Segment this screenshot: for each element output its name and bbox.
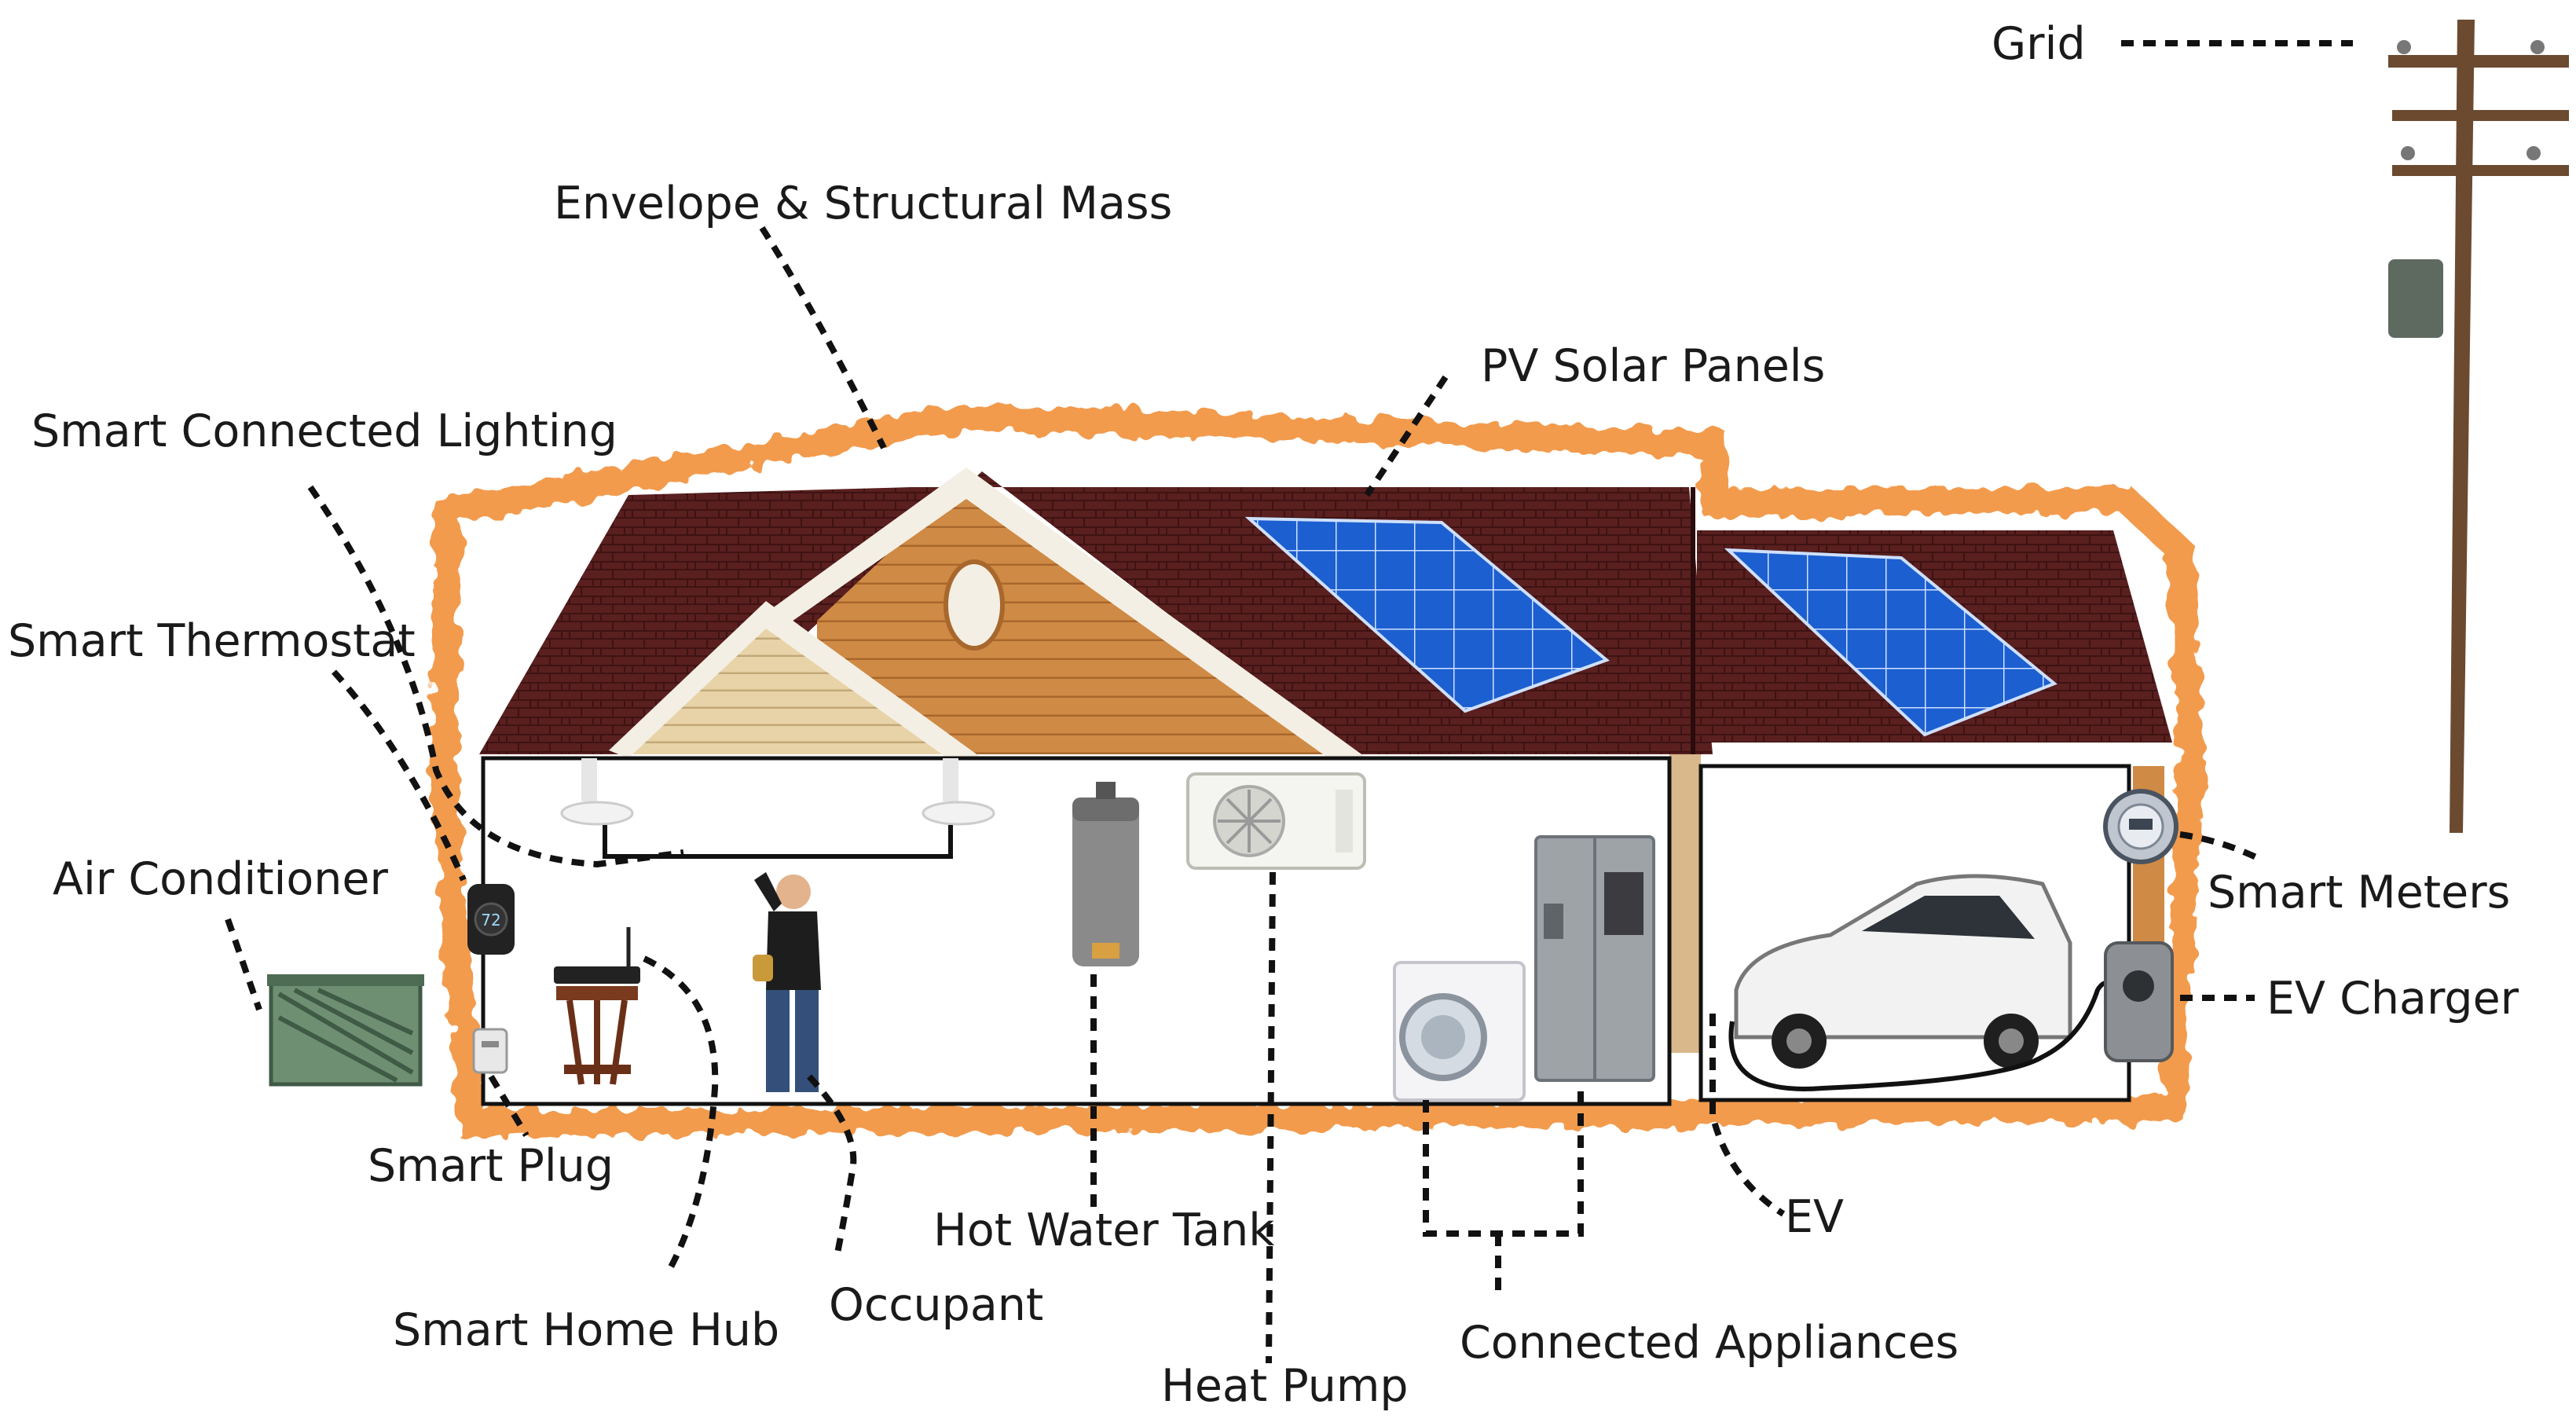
label-ev: EV (1785, 1191, 1844, 1243)
label-occupant: Occupant (829, 1279, 1043, 1331)
smart-meter-icon (2103, 789, 2178, 864)
leader-smart-plug (488, 1074, 529, 1138)
solar-panel-main (1244, 516, 1610, 713)
leader-heat-pump (1266, 871, 1276, 1364)
envelope-outline (430, 402, 2206, 1138)
leader-thermostat (332, 669, 467, 882)
label-hot-water-tank: Hot Water Tank (933, 1204, 1274, 1256)
ceiling-light-icon (560, 758, 995, 826)
label-ev-charger: EV Charger (2266, 973, 2519, 1025)
side-table-top (556, 986, 638, 1000)
house-gables (609, 468, 2164, 1053)
air-conditioner-icon (267, 974, 424, 1087)
label-smart-plug: Smart Plug (368, 1140, 614, 1192)
refrigerator-icon (1534, 835, 1655, 1082)
leader-lines (225, 40, 2353, 1364)
leader-ev (1709, 1014, 1786, 1217)
label-smart-connected-lighting: Smart Connected Lighting (31, 405, 617, 457)
smart-plug-icon (472, 1028, 508, 1074)
house-post (1669, 754, 1701, 1053)
lighting-wire (603, 825, 953, 859)
leader-smart-meters (2179, 831, 2264, 864)
label-grid: Grid (1992, 18, 2086, 70)
hot-water-tank-icon (1072, 782, 1139, 966)
label-smart-meters: Smart Meters (2208, 867, 2510, 918)
pv-solar-panels (1244, 516, 2058, 737)
utility-pole-icon (2388, 20, 2569, 833)
label-connected-appliances: Connected Appliances (1460, 1317, 1959, 1369)
heat-pump-icon (1186, 772, 1366, 870)
smart-home-hub-icon (554, 927, 640, 1085)
leader-connected-appliances (1423, 1084, 1584, 1296)
label-smart-thermostat: Smart Thermostat (8, 615, 416, 667)
ev-car-icon (1734, 874, 2072, 1069)
label-heat-pump: Heat Pump (1161, 1360, 1409, 1412)
thermostat-icon: 72 (467, 884, 515, 955)
solar-panel-garage (1724, 548, 2058, 737)
leader-smart-home-hub (643, 955, 719, 1274)
gable-vent-icon (944, 559, 1005, 651)
leader-air-conditioner (225, 918, 262, 1011)
leader-pv (1364, 375, 1449, 497)
label-pv-solar-panels: PV Solar Panels (1481, 340, 1825, 392)
thermostat-display: 72 (481, 911, 500, 930)
label-smart-home-hub: Smart Home Hub (393, 1304, 779, 1356)
ev-charger-icon (2104, 941, 2174, 1062)
washer-icon (1393, 961, 1526, 1102)
label-envelope: Envelope & Structural Mass (554, 178, 1172, 229)
leader-lighting (307, 485, 684, 868)
label-air-conditioner: Air Conditioner (53, 853, 388, 905)
occupant-figure (753, 872, 821, 1092)
leader-envelope (759, 226, 887, 449)
charging-cable (1728, 981, 2123, 1091)
